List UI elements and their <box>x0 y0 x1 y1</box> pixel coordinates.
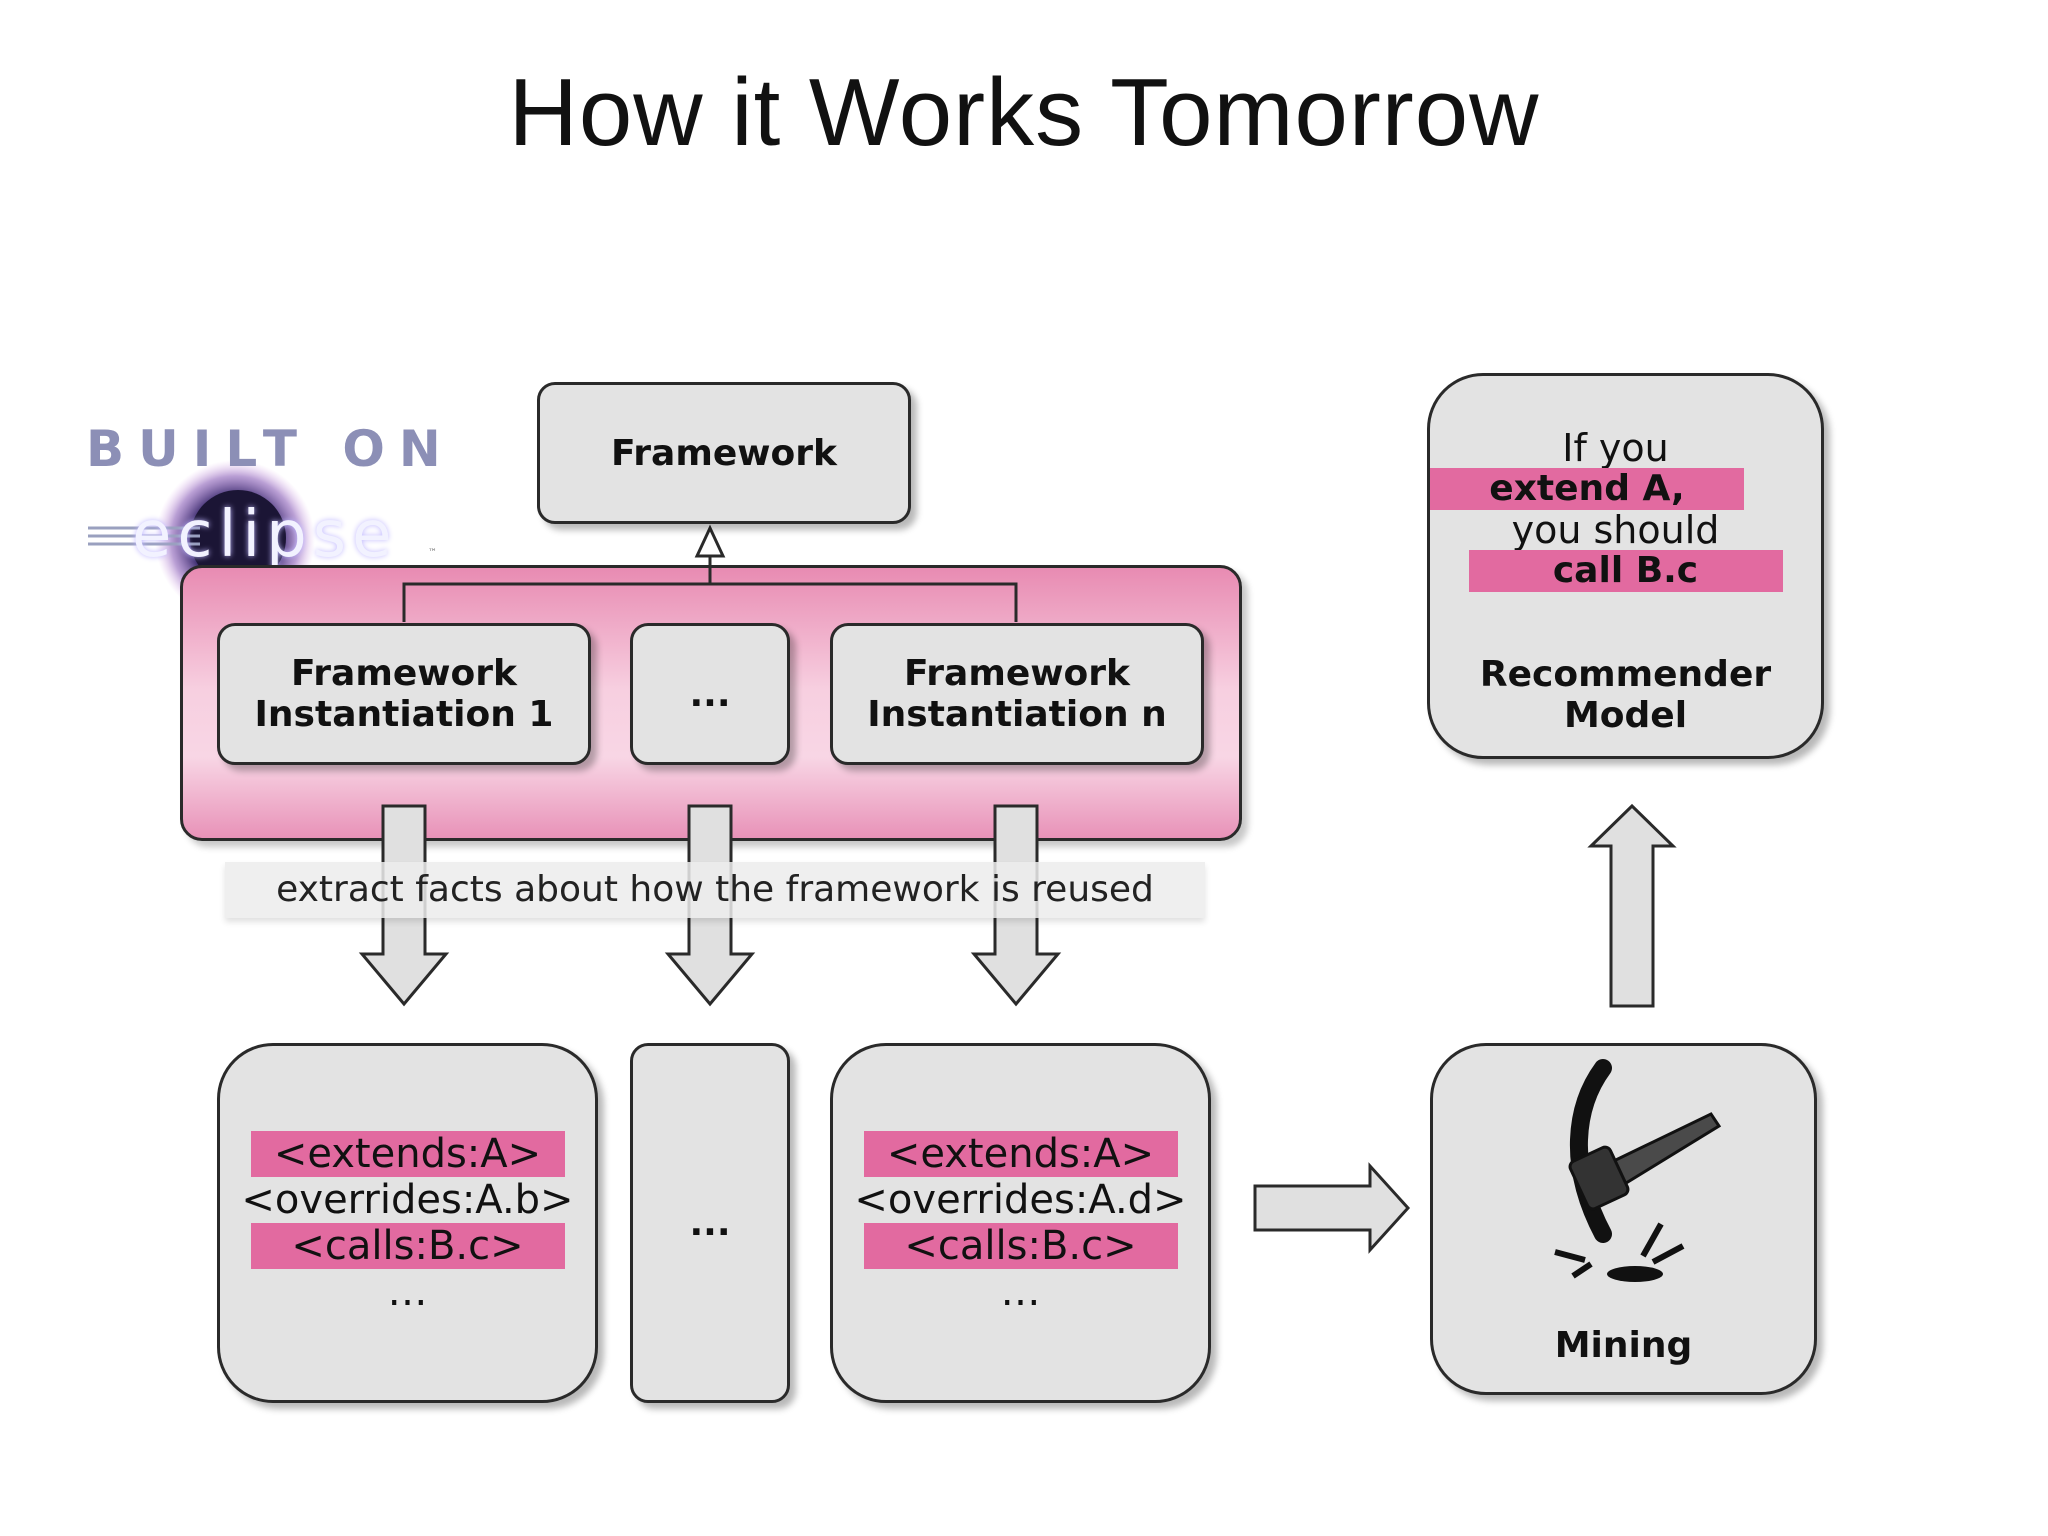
fact-more: … <box>1000 1269 1041 1315</box>
fact-extends: <extends:A> <box>250 1131 565 1177</box>
right-arrow <box>1253 1162 1411 1254</box>
facts-ellipsis-label: ... <box>689 1202 731 1244</box>
fact-calls: <calls:B.c> <box>863 1223 1178 1269</box>
extract-caption: extract facts about how the framework is… <box>225 862 1205 918</box>
instantiation-ellipsis-label: ... <box>689 673 731 715</box>
up-arrow <box>1587 803 1677 1008</box>
instantiation-n-box: Framework Instantiation n <box>830 623 1204 765</box>
rec-line-1: If you <box>1562 426 1669 470</box>
framework-box: Framework <box>537 382 911 524</box>
instantiation-1-box: Framework Instantiation 1 <box>217 623 591 765</box>
recommender-box: If you extend A, you should call B.c Rec… <box>1427 373 1824 759</box>
rec-line-2: extend A, <box>1430 468 1744 510</box>
framework-label: Framework <box>611 432 837 474</box>
slide-title: How it Works Tomorrow <box>508 59 1540 166</box>
fact-overrides: <overrides:A.b> <box>241 1177 574 1223</box>
instantiation-1-label: Framework Instantiation 1 <box>254 653 554 735</box>
pickaxe-icon <box>1554 1059 1722 1282</box>
fact-overrides: <overrides:A.d> <box>854 1177 1187 1223</box>
rec-line-4: call B.c <box>1468 550 1783 592</box>
instantiation-ellipsis-box: ... <box>630 623 790 765</box>
rec-line-3: you should <box>1511 508 1720 552</box>
instantiation-n-label: Framework Instantiation n <box>867 653 1167 735</box>
built-on-label: BUILT ON <box>86 420 455 478</box>
fact-calls: <calls:B.c> <box>250 1223 565 1269</box>
fact-more: … <box>387 1269 428 1315</box>
facts-box-n: <extends:A> <overrides:A.d> <calls:B.c> … <box>830 1043 1211 1403</box>
facts-box-ellipsis: ... <box>630 1043 790 1403</box>
trademark-mark: ™ <box>428 548 437 558</box>
fact-extends: <extends:A> <box>863 1131 1178 1177</box>
mining-label: Mining <box>1554 1325 1693 1366</box>
facts-box-1: <extends:A> <overrides:A.b> <calls:B.c> … <box>217 1043 598 1403</box>
eclipse-wordmark: eclipse <box>132 498 398 572</box>
mining-box: Mining <box>1430 1043 1817 1395</box>
recommender-label: Recommender Model <box>1479 654 1772 736</box>
